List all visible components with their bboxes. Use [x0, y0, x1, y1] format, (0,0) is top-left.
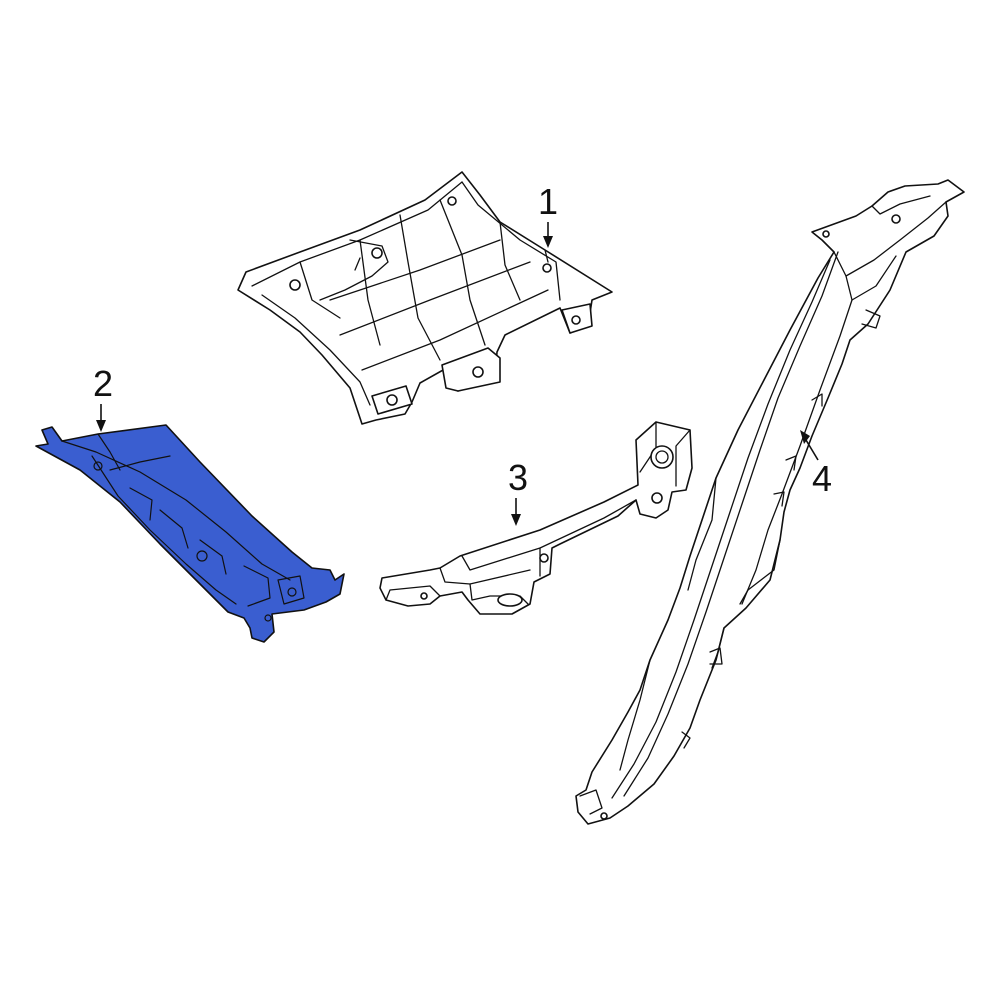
callout-label-1: 1 — [538, 181, 558, 222]
arrowhead-4 — [800, 430, 810, 444]
arrowhead-2 — [96, 420, 106, 432]
callout-2: 2 — [93, 363, 113, 432]
arrowhead-1 — [543, 236, 553, 248]
callout-label-2: 2 — [93, 363, 113, 404]
arrowhead-3 — [511, 514, 521, 526]
callout-1: 1 — [538, 181, 558, 248]
callout-label-3: 3 — [508, 457, 528, 498]
callout-3: 3 — [508, 457, 528, 526]
part-1-trim-panel[interactable] — [237, 171, 613, 425]
part-2-highlighted-trim[interactable] — [35, 424, 345, 643]
callout-4: 4 — [800, 430, 832, 499]
part-4-pillar-trim[interactable] — [575, 179, 965, 825]
part-3-bracket[interactable] — [379, 421, 693, 615]
leader-line-4 — [805, 439, 819, 461]
callout-label-4: 4 — [812, 458, 832, 499]
